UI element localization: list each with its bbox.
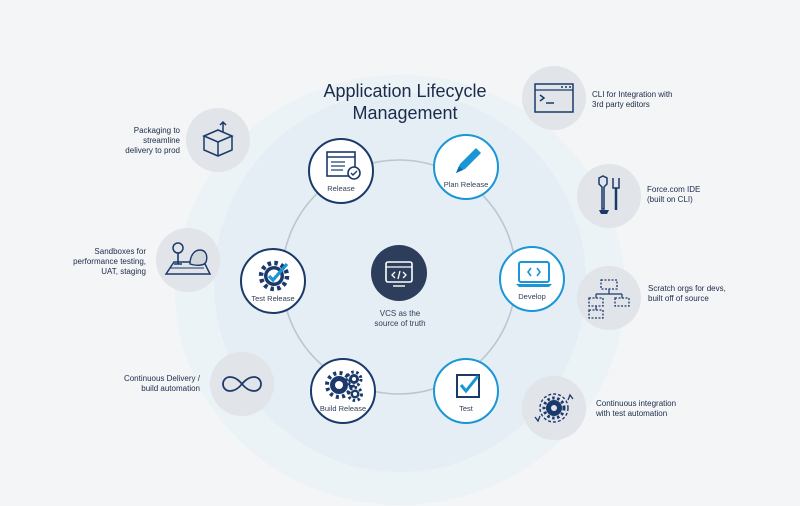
text-line: Continuous integration xyxy=(596,399,677,408)
continuous-integration-bubble xyxy=(522,376,586,440)
cli-text: CLI for Integration with 3rd party edito… xyxy=(592,90,672,110)
text-line: CLI for Integration with xyxy=(592,90,673,99)
text-line: build automation xyxy=(141,384,200,393)
release-checklist-icon xyxy=(326,151,361,180)
text-line: Sandboxes for xyxy=(94,247,146,256)
text-line: performance testing, xyxy=(73,257,146,266)
node-label: Build Release xyxy=(319,404,367,413)
continuous-delivery-text: Continuous Delivery / build automation xyxy=(124,374,200,394)
gears-icon xyxy=(325,370,363,402)
gear-cycle-icon xyxy=(534,393,574,423)
infinity-icon xyxy=(222,376,262,392)
text-line: Scratch orgs for devs, xyxy=(648,284,726,293)
node-develop: Develop xyxy=(499,246,565,312)
tools-icon xyxy=(598,175,620,214)
node-release: Release xyxy=(308,138,374,204)
node-label: Plan Release xyxy=(443,180,489,189)
node-test-release: Test Release xyxy=(240,248,306,314)
node-label: Develop xyxy=(518,292,546,301)
box-icon xyxy=(202,120,234,157)
text-line: with test automation xyxy=(596,409,668,418)
text-line: Continuous Delivery / xyxy=(123,374,200,383)
title-line-2: Management xyxy=(352,103,458,123)
packaging-text: Packaging to streamline delivery to prod xyxy=(125,126,180,156)
ide-text: Force.com IDE (built on CLI) xyxy=(647,185,700,205)
checkbox-icon xyxy=(456,374,480,398)
center-label: VCS as the source of truth xyxy=(360,309,440,329)
laptop-code-icon xyxy=(516,261,552,287)
text-line: built off of source xyxy=(648,294,709,303)
sandboxes-bubble xyxy=(156,228,220,292)
sandbox-icon xyxy=(164,242,212,275)
text-line: 3rd party editors xyxy=(592,100,650,109)
node-label: Test xyxy=(459,404,473,413)
continuous-integration-text: Continuous integration with test automat… xyxy=(596,399,676,419)
text-line: Force.com IDE xyxy=(647,185,701,194)
text-line: delivery to prod xyxy=(125,146,180,155)
center-label-line-1: VCS as the xyxy=(379,309,421,318)
code-window-icon xyxy=(385,261,413,287)
continuous-delivery-bubble xyxy=(210,352,274,416)
sandboxes-text: Sandboxes for performance testing, UAT, … xyxy=(73,247,146,277)
diagram-title: Application Lifecycle Management xyxy=(300,80,510,124)
node-build-release: Build Release xyxy=(310,358,376,424)
node-label: Release xyxy=(327,184,355,193)
terminal-icon xyxy=(534,83,574,113)
packaging-bubble xyxy=(186,108,250,172)
title-line-1: Application Lifecycle xyxy=(323,81,487,101)
org-chart-icon xyxy=(588,279,630,319)
text-line: (built on CLI) xyxy=(647,195,693,204)
scratch-orgs-text: Scratch orgs for devs, built off of sour… xyxy=(648,284,726,304)
text-line: streamline xyxy=(143,136,180,145)
center-label-line-2: source of truth xyxy=(374,319,426,328)
text-line: Packaging to xyxy=(133,126,180,135)
pencil-icon xyxy=(456,148,481,173)
ide-bubble xyxy=(577,164,641,228)
node-plan-release: Plan Release xyxy=(433,134,499,200)
node-test: Test xyxy=(433,358,499,424)
vcs-center-node xyxy=(371,245,427,301)
gear-check-icon xyxy=(258,260,290,292)
node-label: Test Release xyxy=(251,294,295,303)
text-line: UAT, staging xyxy=(101,267,146,276)
scratch-orgs-bubble xyxy=(577,266,641,330)
cli-bubble xyxy=(522,66,586,130)
